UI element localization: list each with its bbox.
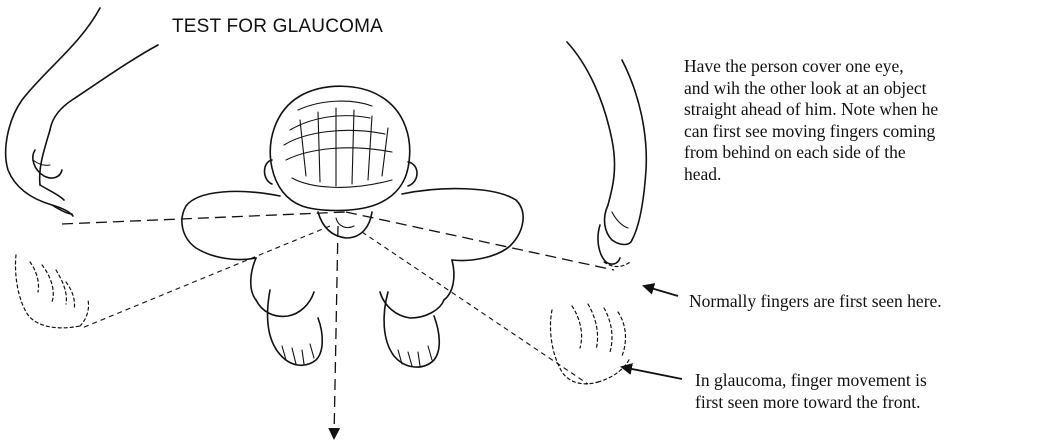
right-examiner-hand xyxy=(567,42,646,267)
instructions-text: Have the person cover one eye, and wih t… xyxy=(684,56,1042,185)
normal-pointer-arrow xyxy=(644,286,678,296)
annotation-arrows xyxy=(622,286,682,379)
glaucoma-note-line: In glaucoma, finger movement is xyxy=(695,370,927,392)
instruction-line: from behind on each side of the xyxy=(684,142,1042,164)
glaucoma-note: In glaucoma, finger movement is first se… xyxy=(695,370,927,413)
instruction-line: straight ahead of him. Note when he xyxy=(684,99,1042,121)
person-top-view xyxy=(182,86,523,367)
sight-lines xyxy=(62,212,614,438)
normal-vision-note: Normally fingers are first seen here. xyxy=(689,291,942,313)
glaucoma-pointer-arrow xyxy=(622,367,682,379)
instruction-line: and wih the other look at an object xyxy=(684,78,1042,100)
glaucoma-note-line: first seen more toward the front. xyxy=(695,392,927,414)
right-dotted-hand xyxy=(550,304,630,384)
normal-note-line: Normally fingers are first seen here. xyxy=(689,291,942,313)
instruction-line: head. xyxy=(684,164,1042,186)
instruction-line: can first see moving fingers coming xyxy=(684,121,1042,143)
instruction-line: Have the person cover one eye, xyxy=(684,56,1042,78)
left-dotted-hand xyxy=(16,255,89,328)
left-examiner-hand xyxy=(6,8,158,216)
diagram-title: TEST FOR GLAUCOMA xyxy=(172,16,383,38)
